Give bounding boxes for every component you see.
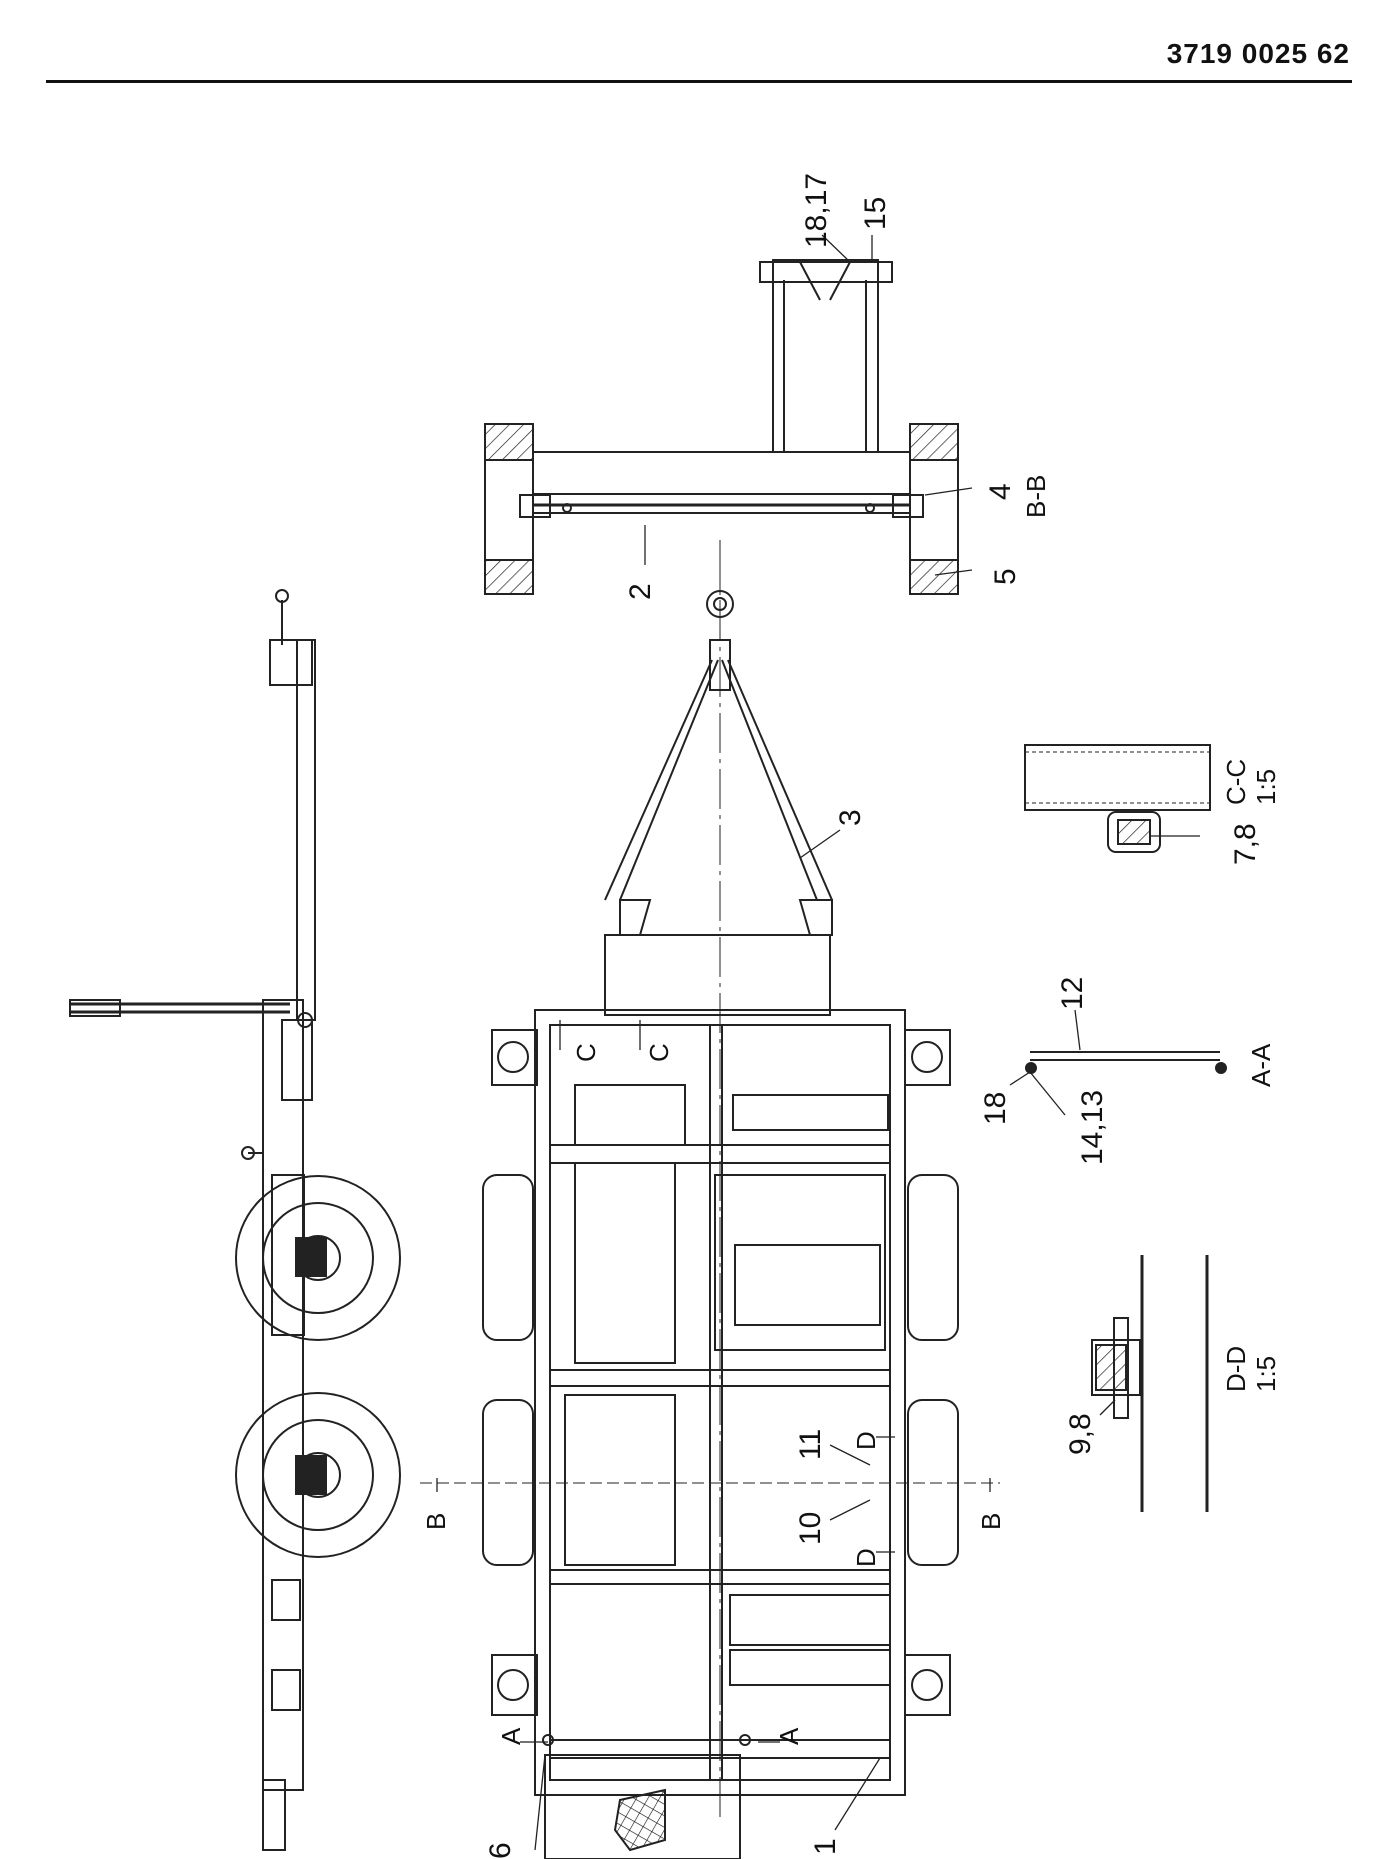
callout-18-17: 18,17 [800, 173, 833, 248]
section-scale-c-c: 1:5 [1251, 769, 1281, 805]
callout-4: 4 [984, 483, 1017, 500]
callout-1: 1 [809, 1838, 842, 1855]
section-marker-d-bottom: D [851, 1548, 881, 1567]
callout-3: 3 [834, 809, 867, 826]
section-marker-a-left: A [496, 1727, 526, 1745]
section-marker-b-right: B [976, 1513, 1006, 1530]
section-marker-c-left: C [571, 1043, 601, 1062]
side-view [69, 589, 401, 1851]
wheel-side-rear [235, 1392, 401, 1558]
callout-11: 11 [794, 1429, 827, 1460]
section-a-a-view [1025, 1051, 1227, 1074]
section-marker-b-left: B [421, 1513, 451, 1530]
callout-7-8: 7,8 [1229, 823, 1262, 865]
plan-view [420, 545, 1000, 1859]
header-rule [46, 80, 1352, 83]
section-title-d-d: D-D [1221, 1346, 1251, 1392]
section-b-b-view [484, 259, 959, 620]
callout-9-8: 9,8 [1064, 1413, 1097, 1455]
callout-6: 6 [484, 1842, 517, 1859]
section-marker-d-top: D [851, 1431, 881, 1450]
callout-labels: 1 2 3 4 5 6 7,8 9,8 10 11 12 14,13 15 18… [484, 173, 1262, 1859]
section-title-c-c: C-C [1221, 759, 1251, 805]
section-title-a-a: A-A [1246, 1043, 1276, 1087]
section-marker-c-right: C [644, 1043, 674, 1062]
wheel-side-front [235, 1175, 401, 1341]
section-c-c-view [1024, 744, 1211, 853]
callout-14-13: 14,13 [1076, 1090, 1109, 1165]
callout-2: 2 [624, 583, 657, 600]
callout-15: 15 [859, 197, 892, 230]
section-labels: C C A A D D B B B-B C-C 1:5 A-A D-D 1:5 [421, 475, 1281, 1745]
section-scale-d-d: 1:5 [1251, 1356, 1281, 1392]
section-title-b-b: B-B [1021, 475, 1051, 518]
document-number: 3719 0025 62 [1166, 38, 1350, 69]
callout-12: 12 [1056, 977, 1089, 1010]
callout-18: 18 [979, 1092, 1012, 1125]
callout-10: 10 [794, 1512, 827, 1545]
callout-5: 5 [989, 568, 1022, 585]
section-marker-a-right: A [774, 1727, 804, 1745]
section-d-d-view [1091, 1255, 1209, 1512]
callout-leaders [436, 234, 1200, 1851]
